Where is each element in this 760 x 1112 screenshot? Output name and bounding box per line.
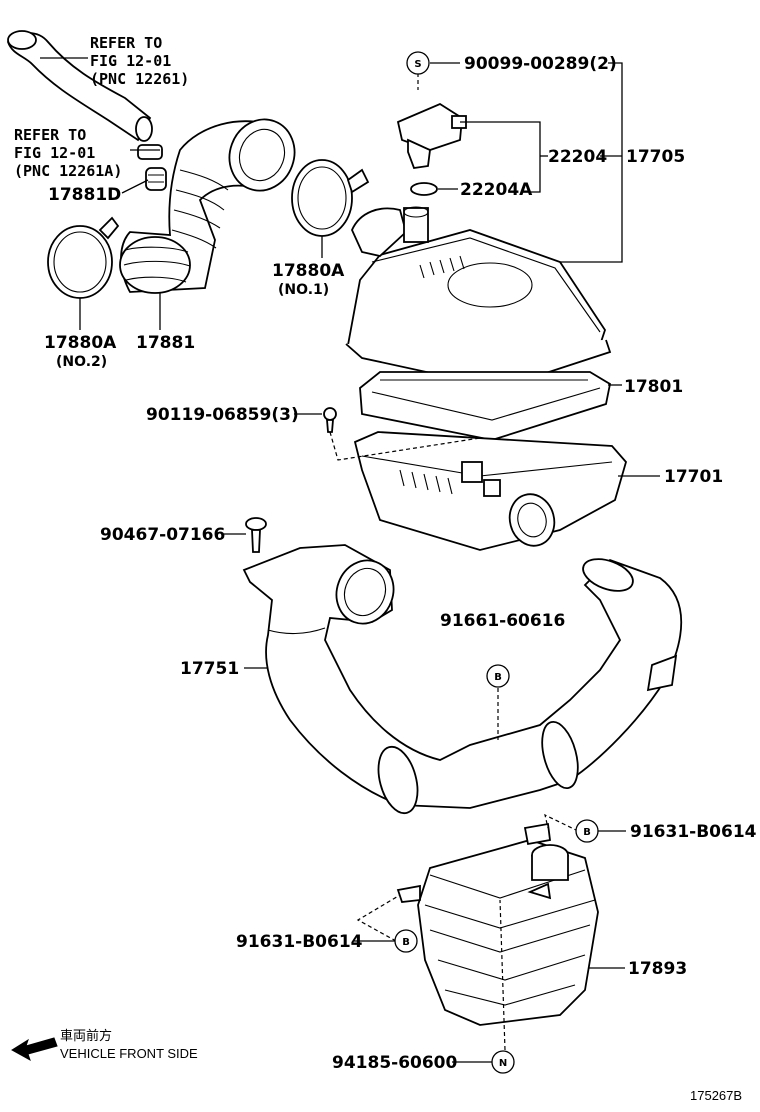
o-ring-drawing <box>410 182 438 196</box>
lower-ref-line3: (PNC 12261A) <box>14 162 122 180</box>
screw-90119-drawing <box>323 407 337 433</box>
figure-id: 175267B <box>690 1088 742 1103</box>
label-17881d: 17881D <box>48 185 121 205</box>
intake-pipe-drawing <box>242 544 683 815</box>
label-17801: 17801 <box>624 377 683 397</box>
label-91661-60616: 91661-60616 <box>440 611 565 631</box>
direction-en-text: VEHICLE FRONT SIDE <box>60 1046 198 1061</box>
lower-ref-line2: FIG 12-01 <box>14 144 95 162</box>
upper-ref-line1: REFER TO <box>90 34 162 52</box>
lower-ref-line1: REFER TO <box>14 126 86 144</box>
callout-n-text: N <box>499 1058 507 1069</box>
label-17701: 17701 <box>664 467 723 487</box>
callout-b-left: B <box>394 929 418 953</box>
bolt-90467-drawing <box>245 517 267 553</box>
label-91631-b0614-right: 91631-B0614 <box>630 822 757 842</box>
label-17705: 17705 <box>626 147 685 167</box>
label-90099-00289: 90099-00289(2) <box>464 54 617 74</box>
label-22204a: 22204A <box>460 180 533 200</box>
clamp-no2-drawing <box>47 216 120 299</box>
label-91631-b0614-left: 91631-B0614 <box>236 932 363 952</box>
label-17751: 17751 <box>180 659 239 679</box>
label-17880a-no1-sub: (NO.1) <box>278 282 329 298</box>
callout-s-text: S <box>414 59 421 70</box>
callout-b-upper-right: B <box>575 819 599 843</box>
callout-s: S <box>406 51 430 75</box>
label-17880a-no2: 17880A <box>44 333 117 353</box>
label-22204: 22204 <box>548 147 607 167</box>
callout-b-pipe: B <box>486 664 510 688</box>
upper-hose-drawing <box>6 30 153 142</box>
label-17880a-no2-sub: (NO.2) <box>56 354 107 370</box>
hose-connector-drawing <box>137 144 167 191</box>
upper-ref-line2: FIG 12-01 <box>90 52 171 70</box>
label-90119-06859: 90119-06859(3) <box>146 405 299 425</box>
upper-ref-line3: (PNC 12261) <box>90 70 189 88</box>
label-94185-60600: 94185-60600 <box>332 1053 458 1073</box>
air-cleaner-case-drawing <box>353 431 628 551</box>
intake-hose-drawing <box>119 118 296 294</box>
direction-jp-text: 車両前方 <box>60 1028 112 1043</box>
front-direction-arrow-icon <box>11 1037 58 1062</box>
label-17881: 17881 <box>136 333 195 353</box>
callout-n: N <box>491 1050 515 1074</box>
resonator-drawing <box>396 822 599 1026</box>
filter-element-drawing <box>359 371 612 441</box>
callout-b3-text: B <box>402 937 410 948</box>
air-flow-sensor-drawing <box>396 102 467 169</box>
callout-b1-text: B <box>494 672 502 683</box>
label-17893: 17893 <box>628 959 687 979</box>
air-cleaner-cap-drawing <box>345 206 612 389</box>
callout-b2-text: B <box>583 827 591 838</box>
leader-lines <box>40 52 660 1063</box>
label-17880a-no1: 17880A <box>272 261 345 281</box>
label-90467-07166: 90467-07166 <box>100 525 225 545</box>
